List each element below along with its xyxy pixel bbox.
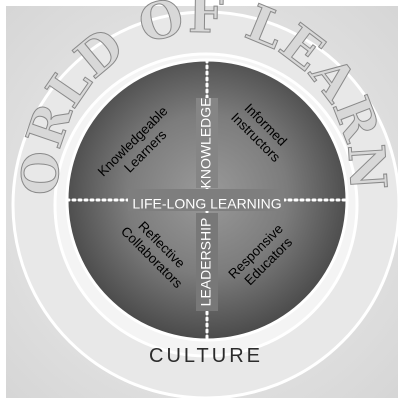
vertical-upper-label-bg [196, 98, 218, 188]
horizontal-axis-label: LIFE-LONG LEARNING [132, 196, 281, 212]
vertical-lower-label-bg [196, 213, 218, 311]
horizontal-label-bg [128, 189, 284, 211]
culture-label: CULTURE [149, 345, 263, 367]
vertical-axis-upper-label: KNOWLEDGE [198, 97, 214, 188]
vertical-axis-lower-label: LEADERSHIP [198, 218, 214, 307]
